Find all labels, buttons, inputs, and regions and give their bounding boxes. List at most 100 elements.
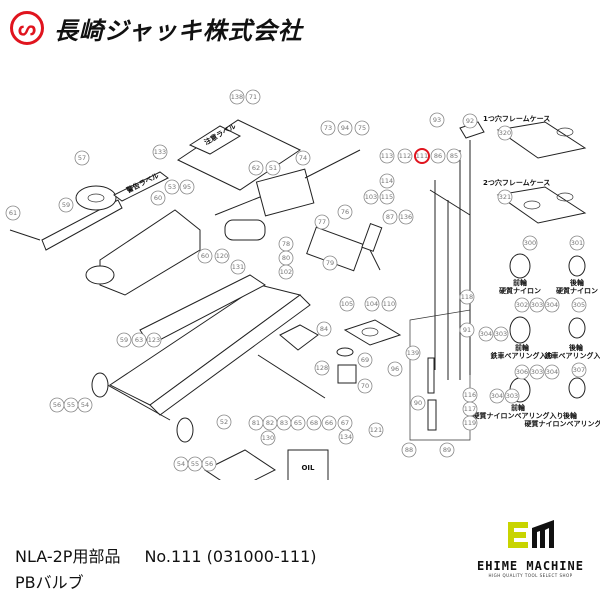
svg-text:304: 304 [491, 392, 503, 400]
part-label-55: 55 [187, 456, 203, 472]
part-label-134: 134 [338, 429, 354, 445]
part-label-320: 320 [497, 125, 513, 141]
svg-text:134: 134 [340, 433, 352, 441]
svg-text:139: 139 [407, 349, 419, 357]
svg-text:51: 51 [269, 164, 277, 172]
part-label-321: 321 [497, 189, 513, 205]
part-label-91: 91 [459, 322, 475, 338]
svg-text:104: 104 [366, 300, 378, 308]
part-label-301: 301 [569, 235, 585, 251]
part-label-73: 73 [320, 120, 336, 136]
svg-text:138: 138 [231, 93, 243, 101]
caption-front-steel-1: 前輪 [515, 343, 530, 352]
part-label-55: 55 [63, 397, 79, 413]
svg-text:78: 78 [282, 240, 290, 248]
svg-text:85: 85 [450, 152, 458, 160]
svg-text:54: 54 [81, 401, 89, 409]
svg-text:82: 82 [266, 419, 274, 427]
part-label-53: 53 [164, 179, 180, 195]
svg-text:90: 90 [414, 399, 422, 407]
caption-rear-nb-1: 後輪 [562, 411, 578, 420]
svg-text:63: 63 [135, 336, 143, 344]
svg-text:123: 123 [148, 336, 160, 344]
part-label-65: 65 [290, 415, 306, 431]
part-label-83: 83 [276, 415, 292, 431]
part-label-133: 133 [152, 144, 168, 160]
part-label-61: 61 [5, 205, 21, 221]
brand-name: EHIME MACHINE [477, 559, 584, 573]
caption-rear-nylon-2: 硬質ナイロン [556, 286, 598, 295]
svg-text:111: 111 [416, 152, 428, 160]
part-label-51: 51 [265, 160, 281, 176]
caption-front-nylon-2: 硬質ナイロン [499, 286, 541, 295]
part-label-130: 130 [260, 430, 276, 446]
svg-text:55: 55 [67, 401, 75, 409]
svg-text:304: 304 [546, 368, 558, 376]
svg-text:55: 55 [191, 460, 199, 468]
svg-text:130: 130 [262, 434, 274, 442]
part-label-302: 302 [514, 297, 530, 313]
part-label-131: 131 [230, 259, 246, 275]
company-name: 長崎ジャッキ株式会社 [54, 16, 303, 45]
svg-text:56: 56 [205, 460, 213, 468]
svg-text:305: 305 [573, 301, 585, 309]
svg-text:301: 301 [571, 239, 583, 247]
part-label-93: 93 [429, 112, 445, 128]
frame-case-2-caption: 2つ穴フレームケース [483, 178, 550, 187]
part-label-138: 138 [229, 89, 245, 105]
part-label-76: 76 [337, 204, 353, 220]
part-label-103: 103 [363, 189, 379, 205]
svg-text:68: 68 [310, 419, 318, 427]
part-label-95: 95 [179, 179, 195, 195]
part-label-306: 306 [514, 364, 530, 380]
part-label-300: 300 [522, 235, 538, 251]
part-label-67: 67 [337, 415, 353, 431]
svg-text:75: 75 [358, 124, 366, 132]
part-label-121: 121 [368, 422, 384, 438]
svg-text:307: 307 [573, 366, 585, 374]
part-label-82: 82 [262, 415, 278, 431]
em-logo-icon [507, 520, 554, 548]
parts-diagram: 警告ラベル 注意ラベル OIL 1L [5, 89, 600, 480]
svg-text:118: 118 [461, 293, 473, 301]
svg-text:54: 54 [177, 460, 185, 468]
svg-text:59: 59 [62, 201, 70, 209]
part-label-84: 84 [316, 321, 332, 337]
part-label-87: 87 [382, 209, 398, 225]
svg-text:121: 121 [370, 426, 382, 434]
svg-text:53: 53 [168, 183, 176, 191]
part-label-104: 104 [364, 296, 380, 312]
part-label-60: 60 [197, 248, 213, 264]
caption-front-nylon-1: 前輪 [513, 278, 528, 287]
part-label-66: 66 [321, 415, 337, 431]
part-label-96: 96 [387, 361, 403, 377]
svg-text:114: 114 [381, 177, 393, 185]
part-label-304: 304 [489, 388, 505, 404]
svg-text:88: 88 [405, 446, 413, 454]
caption-rear-steel-1: 後輪 [568, 343, 584, 352]
svg-text:115: 115 [381, 193, 393, 201]
svg-text:320: 320 [499, 129, 511, 137]
part-label-56: 56 [49, 397, 65, 413]
part-label-92: 92 [462, 113, 478, 129]
caption-rear-nylon-1: 後輪 [569, 278, 585, 287]
part-label-62: 62 [248, 160, 264, 176]
part-label-304: 304 [544, 364, 560, 380]
diagram-drawing: 警告ラベル 注意ラベル OIL 1L [9, 114, 600, 480]
part-label-307: 307 [571, 362, 587, 378]
part-label-303: 303 [493, 326, 509, 342]
svg-text:303: 303 [531, 301, 543, 309]
svg-text:60: 60 [154, 194, 162, 202]
svg-text:300: 300 [524, 239, 536, 247]
part-label-303: 303 [529, 297, 545, 313]
part-label-115: 115 [379, 189, 395, 205]
svg-text:133: 133 [154, 148, 166, 156]
svg-text:61: 61 [9, 209, 17, 217]
svg-text:96: 96 [391, 365, 399, 373]
svg-text:66: 66 [325, 419, 333, 427]
part-label-113: 113 [379, 148, 395, 164]
part-label-77: 77 [314, 214, 330, 230]
svg-text:95: 95 [183, 183, 191, 191]
part-label-111: 111 [414, 148, 430, 164]
